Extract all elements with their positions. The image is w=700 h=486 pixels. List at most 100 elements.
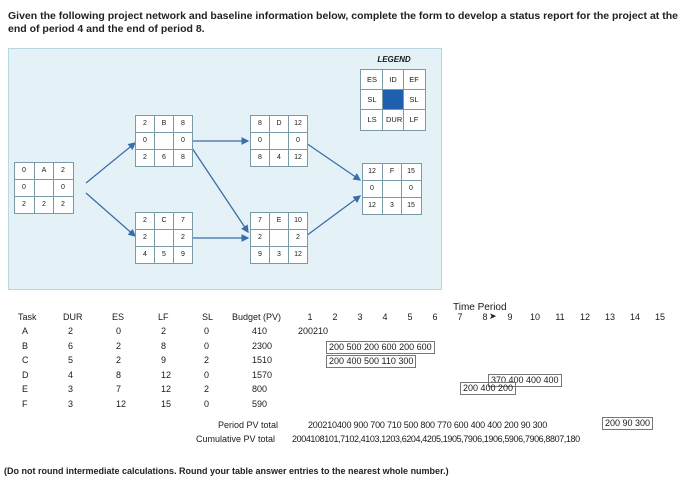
period-header: 7 xyxy=(457,312,463,322)
arrow-b-e xyxy=(191,147,249,234)
node-a-ef: 2 xyxy=(61,167,65,174)
cell-es: 2 xyxy=(116,340,122,351)
node-b-sl-right: 0 xyxy=(181,137,185,144)
period-header: 12 xyxy=(579,312,590,322)
node-f-dur: 3 xyxy=(390,202,394,209)
period-header: 5 xyxy=(407,312,413,322)
period-header: 15 xyxy=(654,312,665,322)
cell-budget: 590 xyxy=(252,398,268,409)
node-c-lf: 9 xyxy=(181,251,185,258)
header-es: ES xyxy=(112,312,125,322)
cell-dur: 4 xyxy=(68,369,74,380)
node-e-lf: 12 xyxy=(294,251,302,258)
header-budget: Budget (PV) xyxy=(232,312,282,322)
node-b: 2 B 8 0 0 2 6 8 xyxy=(135,115,193,167)
node-d-sl: 0 xyxy=(258,137,262,144)
node-b-dur: 6 xyxy=(162,154,166,161)
header-sl: SL xyxy=(202,312,214,322)
pv-distribution: 200 400 500 110 300 xyxy=(326,355,417,368)
cell-task: C xyxy=(22,355,29,365)
node-c-sl: 2 xyxy=(143,234,147,241)
cell-es: 0 xyxy=(116,326,122,336)
cell-budget: 800 xyxy=(252,384,268,394)
cell-dur: 2 xyxy=(68,326,74,336)
node-b-sl: 0 xyxy=(143,137,147,144)
legend-sl-left: SL xyxy=(367,95,377,104)
node-a: 0 A 2 0 0 2 2 2 xyxy=(14,162,74,214)
time-period-label: Time Period xyxy=(453,302,507,313)
instructions-text: Given the following project network and … xyxy=(8,10,678,35)
node-e-id: E xyxy=(276,217,282,224)
cell-lf: 2 xyxy=(161,326,167,336)
period-header: 13 xyxy=(604,312,615,322)
node-b-ef: 8 xyxy=(181,120,185,127)
node-d-sl-right: 0 xyxy=(296,137,300,144)
node-f-sl: 0 xyxy=(370,185,374,192)
node-e-ef: 10 xyxy=(294,217,302,224)
legend-sl-right: SL xyxy=(409,95,419,104)
legend-center-fill xyxy=(383,90,403,109)
network-arrows xyxy=(85,137,362,242)
cell-sl: 2 xyxy=(204,355,210,365)
node-d-dur: 4 xyxy=(277,154,281,161)
node-f-sl-right: 0 xyxy=(409,185,413,192)
legend-es: ES xyxy=(366,75,377,84)
node-c-sl-right: 2 xyxy=(181,234,185,241)
cell-dur: 5 xyxy=(68,355,74,365)
cell-budget: 410 xyxy=(252,326,268,336)
node-f-es: 12 xyxy=(368,168,376,175)
node-b-es: 2 xyxy=(143,120,147,127)
pv-distribution: 200 400 200 xyxy=(460,382,517,395)
node-e-sl: 2 xyxy=(258,234,262,241)
period-header: 9 xyxy=(507,312,513,322)
node-a-es: 0 xyxy=(22,167,26,174)
legend-ef: EF xyxy=(409,75,419,84)
cell-task: E xyxy=(22,384,29,394)
cell-task: B xyxy=(22,340,29,351)
node-b-ls: 2 xyxy=(143,154,147,161)
period-header: 3 xyxy=(357,312,363,322)
legend-id: ID xyxy=(389,75,397,84)
node-b-id: B xyxy=(161,120,167,127)
legend-ls: LS xyxy=(367,115,377,124)
node-f-id: F xyxy=(389,168,395,175)
legend: LEGEND ES ID EF SL SL LS DUR LF xyxy=(356,55,432,137)
node-c: 2 C 7 2 2 4 5 9 xyxy=(135,212,193,264)
header-lf: LF xyxy=(158,312,169,322)
period-total-label: Period PV total xyxy=(218,420,279,430)
node-b-lf: 8 xyxy=(181,154,185,161)
period-header: 4 xyxy=(382,312,388,322)
node-d-es: 8 xyxy=(258,120,262,127)
node-d: 8 D 12 0 0 8 4 12 xyxy=(250,115,308,167)
cell-lf: 8 xyxy=(161,340,167,351)
node-c-ls: 4 xyxy=(143,251,147,258)
period-header: 14 xyxy=(629,312,640,322)
node-f: 12 F 15 0 0 12 3 15 xyxy=(362,163,422,215)
cell-sl: 2 xyxy=(204,384,210,394)
cell-task: D xyxy=(22,369,29,380)
node-f-ef: 15 xyxy=(407,168,415,175)
baseline-table: Time Period Task DUR ES LF SL Budget (PV… xyxy=(8,298,692,458)
header-dur: DUR xyxy=(63,312,83,322)
cell-lf: 12 xyxy=(161,369,172,380)
legend-title: LEGEND xyxy=(377,55,411,64)
node-f-ls: 12 xyxy=(368,202,376,209)
cell-es: 12 xyxy=(116,398,127,409)
cell-sl: 0 xyxy=(204,340,210,351)
cell-es: 8 xyxy=(116,369,122,380)
node-e-dur: 3 xyxy=(277,251,281,258)
period-header: 6 xyxy=(432,312,438,322)
cell-dur: 3 xyxy=(68,398,74,409)
node-a-ls: 2 xyxy=(22,201,26,208)
cell-sl: 0 xyxy=(204,369,210,380)
node-c-dur: 5 xyxy=(162,251,166,258)
cell-es: 2 xyxy=(116,355,122,365)
node-a-lf: 2 xyxy=(61,201,65,208)
node-a-sl-right: 0 xyxy=(61,184,65,191)
cell-task: F xyxy=(22,398,28,409)
node-e-es: 7 xyxy=(258,217,262,224)
arrow-a-b xyxy=(85,142,137,184)
node-d-ef: 12 xyxy=(294,120,302,127)
node-e-sl-right: 2 xyxy=(296,234,300,241)
arrow-e-f xyxy=(305,195,362,237)
